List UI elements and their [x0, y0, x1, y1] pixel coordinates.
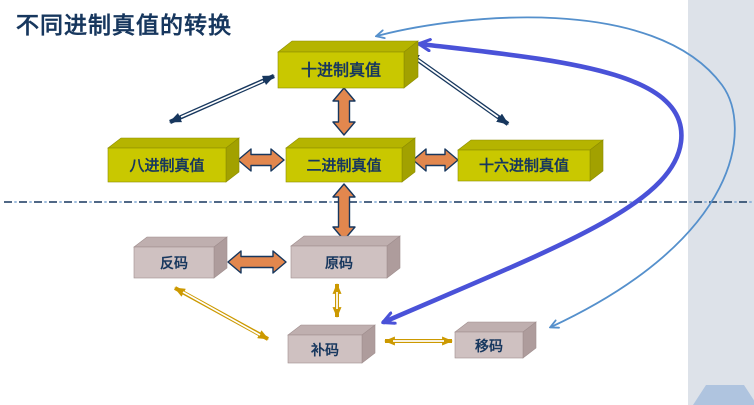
- node-label: 八进制真值: [128, 157, 204, 175]
- node-ones-complement: 反码: [133, 236, 228, 279]
- arrow-decimal-binary: [332, 87, 356, 136]
- arrow-ones-complement-sign-magnitude: [227, 250, 287, 274]
- node-excess-code: 移码: [454, 321, 537, 359]
- node-label: 移码: [475, 338, 503, 354]
- arrow-decimal-excess-code-curve: [377, 16, 736, 327]
- node-label: 十六进制真值: [479, 157, 569, 175]
- node-label: 补码: [310, 342, 339, 358]
- node-label: 二进制真值: [306, 157, 381, 175]
- node-decimal-true-value: 十进制真值: [277, 40, 419, 89]
- page-title: 不同进制真值的转换: [16, 12, 232, 38]
- node-hex-true-value: 十六进制真值: [457, 139, 604, 182]
- arrow-decimal-hex: [406, 51, 510, 126]
- arrow-decimal-twos-complement-curve: [384, 44, 684, 322]
- node-octal-true-value: 八进制真值: [107, 137, 240, 183]
- arrow-binary-sign-magnitude: [332, 183, 356, 241]
- node-twos-complement: 补码: [287, 324, 376, 364]
- arrow-binary-hex: [412, 148, 459, 172]
- arrow-ones-complement-twos-complement: [174, 286, 269, 341]
- node-binary-true-value: 二进制真值: [285, 137, 416, 183]
- node-label: 反码: [160, 255, 188, 271]
- node-sign-magnitude: 原码: [290, 235, 401, 279]
- node-label: 十进制真值: [301, 61, 381, 80]
- arrow-octal-binary: [237, 148, 285, 172]
- node-label: 原码: [325, 255, 353, 271]
- arrow-decimal-octal: [169, 73, 275, 125]
- corner-trapezoid-decoration: [693, 385, 754, 405]
